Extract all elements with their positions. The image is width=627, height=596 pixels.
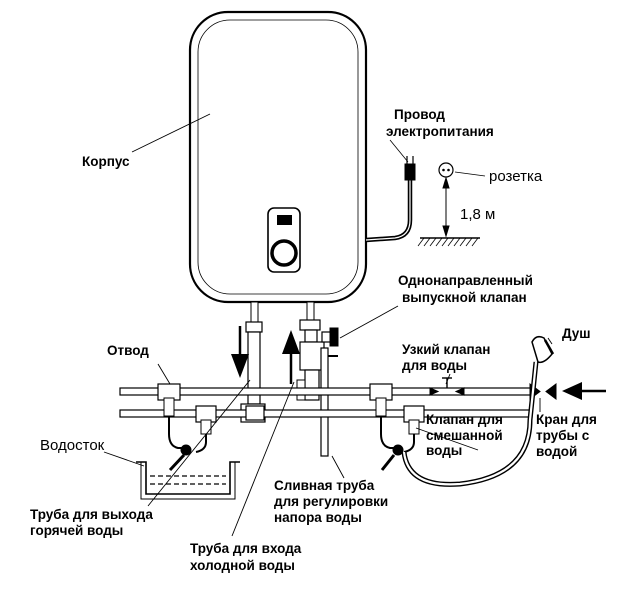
label-supply-tap-1: Кран для <box>536 412 597 427</box>
label-mixing-valve-3: воды <box>426 443 462 458</box>
narrow-valve <box>429 377 465 396</box>
label-hot-pipe-1: Труба для выхода <box>30 507 153 522</box>
socket-icon <box>438 162 486 178</box>
height-dimension <box>417 176 480 247</box>
label-drain-pipe-2: для регулировки <box>274 494 388 509</box>
label-socket: розетка <box>489 168 543 185</box>
label-narrow-valve-1: Узкий клапан <box>402 342 490 357</box>
left-mixer <box>168 416 207 472</box>
label-drain: Водосток <box>40 437 105 454</box>
label-hot-pipe-2: горячей воды <box>30 523 123 538</box>
label-shower: Душ <box>562 326 591 341</box>
label-mixing-valve-2: смешанной <box>426 428 503 443</box>
label-branch: Отвод <box>107 343 149 358</box>
cold-flow-arrow <box>282 330 300 384</box>
branch-fitting <box>157 383 217 435</box>
power-cable <box>365 139 416 243</box>
label-mixing-valve-1: Клапан для <box>426 412 503 427</box>
drain-pipe <box>320 347 329 457</box>
right-fitting <box>245 383 425 435</box>
label-power-cable-2: электропитания <box>386 124 494 139</box>
leader-lines <box>103 113 553 537</box>
label-cold-pipe-2: холодной воды <box>190 558 295 573</box>
inlet-arrow <box>562 382 606 400</box>
label-supply-tap-3: водой <box>536 444 577 459</box>
shower-head-icon <box>531 335 555 364</box>
cold-water-inlet-pipe <box>296 301 325 401</box>
mixing-valve <box>380 416 415 471</box>
control-panel <box>267 207 301 273</box>
label-cold-pipe-1: Труба для входа <box>190 541 302 556</box>
label-check-valve-2: выпускной клапан <box>402 290 527 305</box>
shower-hose <box>401 361 539 487</box>
label-drain-pipe-1: Сливная труба <box>274 478 375 493</box>
heater-body <box>188 10 368 304</box>
label-height: 1,8 м <box>460 206 495 223</box>
label-check-valve-1: Однонаправленный <box>398 273 533 288</box>
label-narrow-valve-2: для воды <box>402 358 467 373</box>
check-valve <box>321 327 339 357</box>
drain-basin <box>136 461 240 500</box>
label-power-cable-1: Провод <box>394 107 445 122</box>
hot-flow-arrow <box>231 326 249 378</box>
label-supply-tap-2: трубы с <box>536 428 590 443</box>
label-drain-pipe-3: напора воды <box>274 510 362 525</box>
label-body: Корпус <box>82 154 130 169</box>
